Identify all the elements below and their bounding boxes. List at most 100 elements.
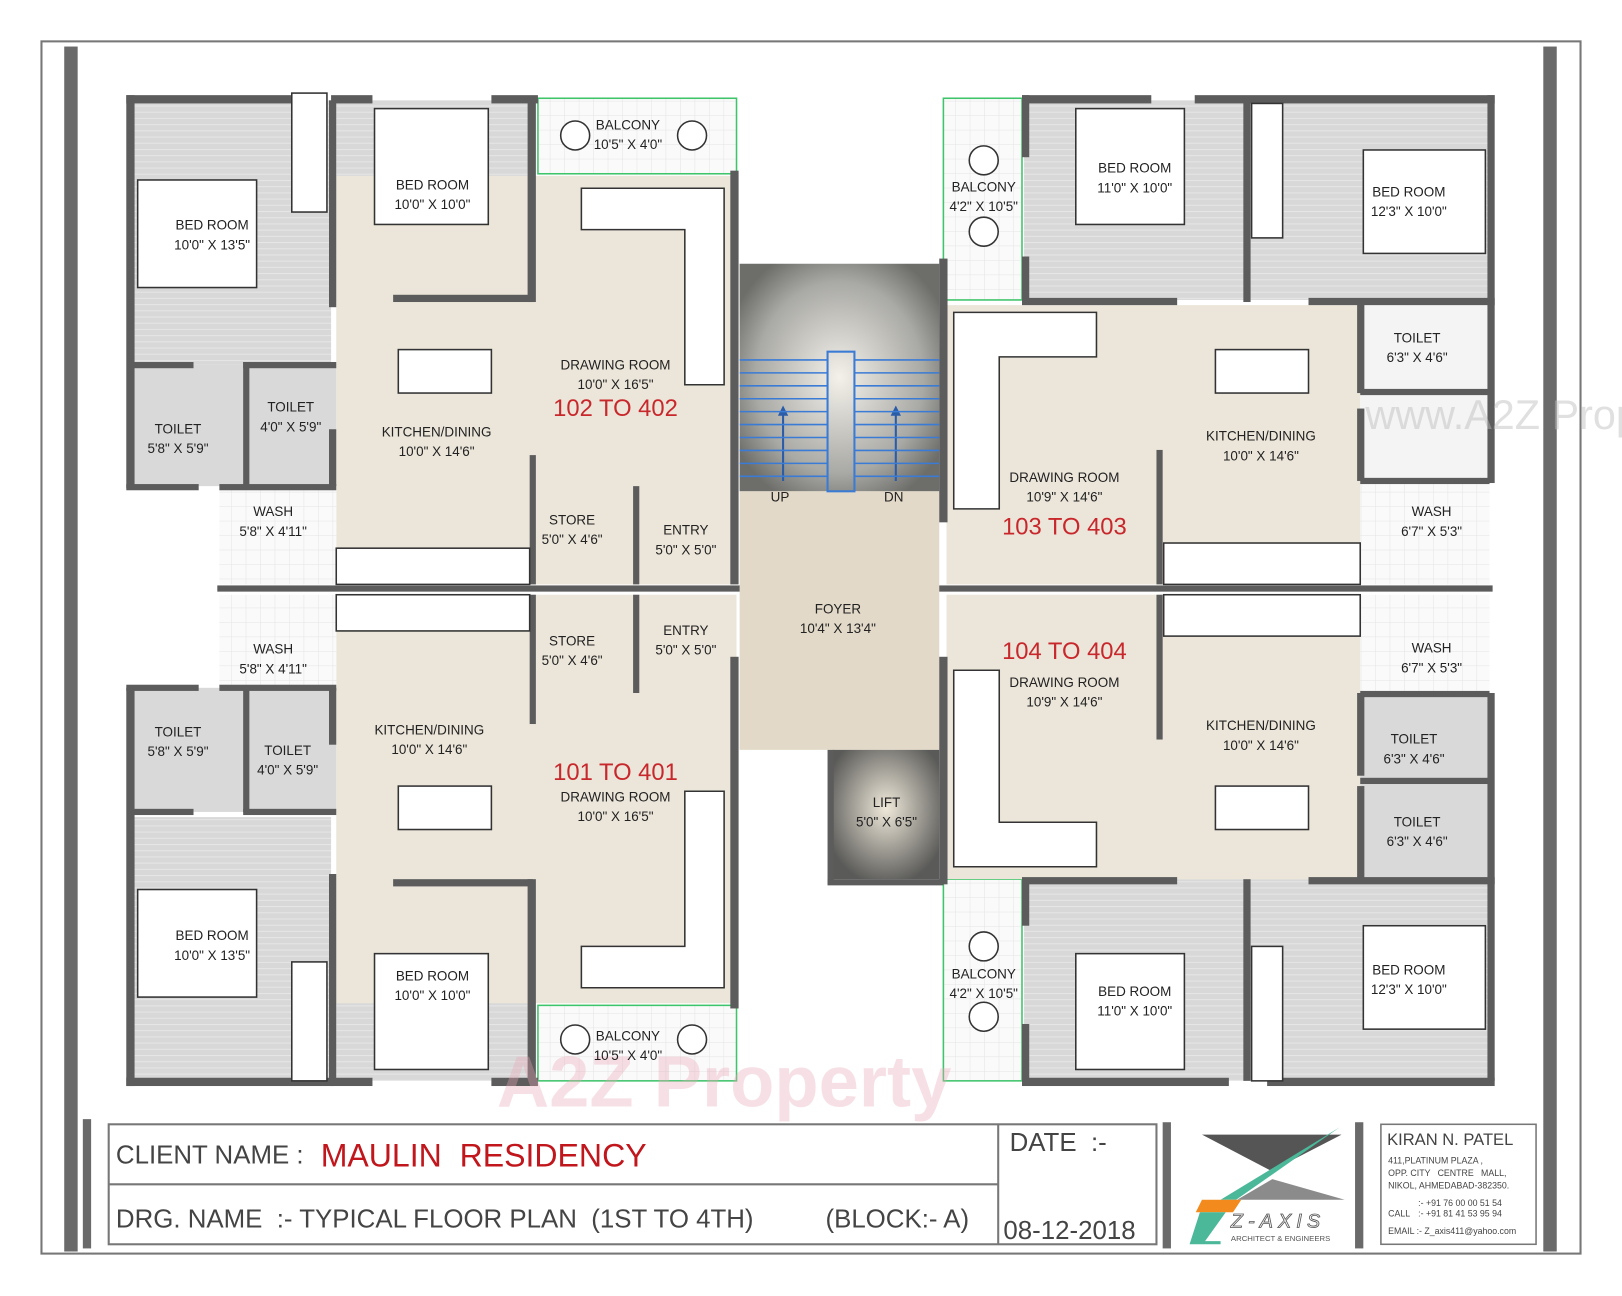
room-name: TOILET: [1394, 330, 1441, 345]
room-name: TOILET: [1391, 732, 1438, 747]
room-size: 5'0" X 4'6": [542, 532, 603, 547]
room-size: 10'0" X 16'5": [578, 809, 654, 824]
room-size: 5'8" X 5'9": [147, 744, 208, 759]
room-size: 10'9" X 14'6": [1026, 490, 1102, 505]
room-size: 5'0" X 5'0": [655, 542, 716, 557]
room-size: 4'0" X 5'9": [257, 763, 318, 778]
walls: computed: [126, 95, 1495, 1087]
room-name: TOILET: [267, 400, 314, 415]
room-name: TOILET: [1394, 814, 1441, 829]
room-size: 6'3" X 4'6": [1387, 834, 1448, 849]
block-label: (BLOCK:- A): [825, 1206, 969, 1234]
foyer-size: 10'4" X 13'4": [800, 621, 876, 636]
room-name: STORE: [549, 633, 595, 648]
room-size: 5'8" X 4'11": [239, 524, 307, 539]
lift-size: 5'0" X 6'5": [856, 814, 917, 829]
room-name: KITCHEN/DINING: [374, 722, 484, 737]
room-name: ENTRY: [663, 523, 708, 538]
room-size: 4'2" X 10'5": [949, 199, 1018, 214]
room-size: 10'0" X 14'6": [1223, 738, 1299, 753]
room-name: DRAWING ROOM: [1009, 470, 1119, 485]
room-name: STORE: [549, 512, 595, 527]
address-line-2: OPP. CITY CENTRE MALL,: [1388, 1168, 1506, 1178]
room-name: BALCONY: [952, 966, 1016, 981]
room-name: DRAWING ROOM: [561, 357, 671, 372]
room-size: 10'9" X 14'6": [1026, 694, 1102, 709]
furniture: [136, 92, 1487, 1082]
room-size: 10'0" X 13'5": [174, 948, 250, 963]
unit-number-label: 103 TO 403: [1002, 514, 1127, 541]
room-name: TOILET: [155, 724, 202, 739]
room-name: BED ROOM: [176, 218, 249, 233]
room-size: 4'0" X 5'9": [260, 419, 321, 434]
room-size: 12'3" X 10'0": [1371, 204, 1447, 219]
room-name: TOILET: [264, 743, 311, 758]
room-name: BED ROOM: [396, 177, 469, 192]
room-name: BED ROOM: [176, 928, 249, 943]
phone-2: :- +91 81 41 53 95 94: [1418, 1208, 1502, 1218]
architect-name: KIRAN N. PATEL: [1387, 1130, 1513, 1149]
room-size: 10'5" X 4'0": [594, 137, 663, 152]
address-line-1: 411,PLATINUM PLAZA ,: [1388, 1156, 1483, 1166]
email: EMAIL :- Z_axis411@yahoo.com: [1388, 1226, 1516, 1236]
room-name: WASH: [253, 504, 293, 519]
logo-subtitle: ARCHITECT & ENGINEERS: [1231, 1234, 1330, 1243]
room-name: BALCONY: [596, 117, 660, 132]
room-size: 6'7" X 5'3": [1401, 660, 1462, 675]
title-block: CLIENT NAME : MAULIN RESIDENCY DRG. NAME…: [82, 1119, 1537, 1249]
room-name: BED ROOM: [1098, 161, 1171, 176]
lift-name: LIFT: [873, 795, 901, 810]
room-size: 6'7" X 5'3": [1401, 524, 1462, 539]
room-size: 10'0" X 10'0": [394, 197, 470, 212]
room-name: BED ROOM: [1098, 984, 1171, 999]
foyer-name: FOYER: [815, 601, 862, 616]
room-size: 10'0" X 13'5": [174, 237, 250, 252]
room-name: DRAWING ROOM: [1009, 675, 1119, 690]
room-name: WASH: [1412, 504, 1452, 519]
z-axis-logo: Z-AXIS ARCHITECT & ENGINEERS: [1189, 1127, 1345, 1245]
room-size: 12'3" X 10'0": [1371, 982, 1447, 997]
date-value: 08-12-2018: [1003, 1217, 1135, 1245]
room-name: WASH: [1412, 641, 1452, 656]
address-line-3: NIKOL, AHMEDABAD-382350.: [1388, 1180, 1509, 1190]
room-size: 10'0" X 14'6": [391, 742, 467, 757]
room-size: 10'5" X 4'0": [594, 1048, 663, 1063]
drawing-name: DRG. NAME :- TYPICAL FLOOR PLAN (1ST TO …: [116, 1206, 754, 1234]
stair-up-label: UP: [771, 490, 790, 505]
room-name: BED ROOM: [396, 969, 469, 984]
room-name: WASH: [253, 642, 293, 657]
room-size: 6'3" X 4'6": [1384, 751, 1445, 766]
room-size: 5'0" X 5'0": [655, 643, 716, 658]
room-size: 10'0" X 14'6": [399, 444, 475, 459]
unit-number-label: 104 TO 404: [1002, 638, 1127, 665]
room-name: KITCHEN/DINING: [382, 424, 492, 439]
room-name: KITCHEN/DINING: [1206, 429, 1316, 444]
client-name: MAULIN RESIDENCY: [321, 1138, 647, 1174]
staircase: [739, 350, 940, 493]
unit-number-label: 102 TO 402: [553, 395, 678, 422]
room-size: 5'8" X 4'11": [239, 661, 307, 676]
watermark-bottom: A2Z Property: [497, 1042, 952, 1123]
room-size: 6'3" X 4'6": [1387, 350, 1448, 365]
room-name: BALCONY: [952, 179, 1016, 194]
room-name: BED ROOM: [1372, 185, 1445, 200]
sheet-frame: [40, 40, 1582, 1255]
room-name: BALCONY: [596, 1029, 660, 1044]
date-label: DATE :-: [1010, 1129, 1107, 1157]
client-label: CLIENT NAME :: [116, 1142, 304, 1170]
room-name: KITCHEN/DINING: [1206, 718, 1316, 733]
room-size: 5'0" X 4'6": [542, 653, 603, 668]
room-size: 4'2" X 10'5": [949, 986, 1018, 1001]
room-size: 10'0" X 14'6": [1223, 448, 1299, 463]
phone-1: :- +91 76 00 00 51 54: [1418, 1198, 1502, 1208]
call-label: CALL: [1388, 1208, 1410, 1218]
room-size: 11'0" X 10'0": [1097, 1004, 1172, 1019]
room-name: ENTRY: [663, 623, 708, 638]
room-name: DRAWING ROOM: [561, 790, 671, 805]
room-size: 11'0" X 10'0": [1097, 180, 1172, 195]
room-size: 5'8" X 5'9": [147, 441, 208, 456]
room-name: BED ROOM: [1372, 962, 1445, 977]
room-name: TOILET: [155, 421, 202, 436]
